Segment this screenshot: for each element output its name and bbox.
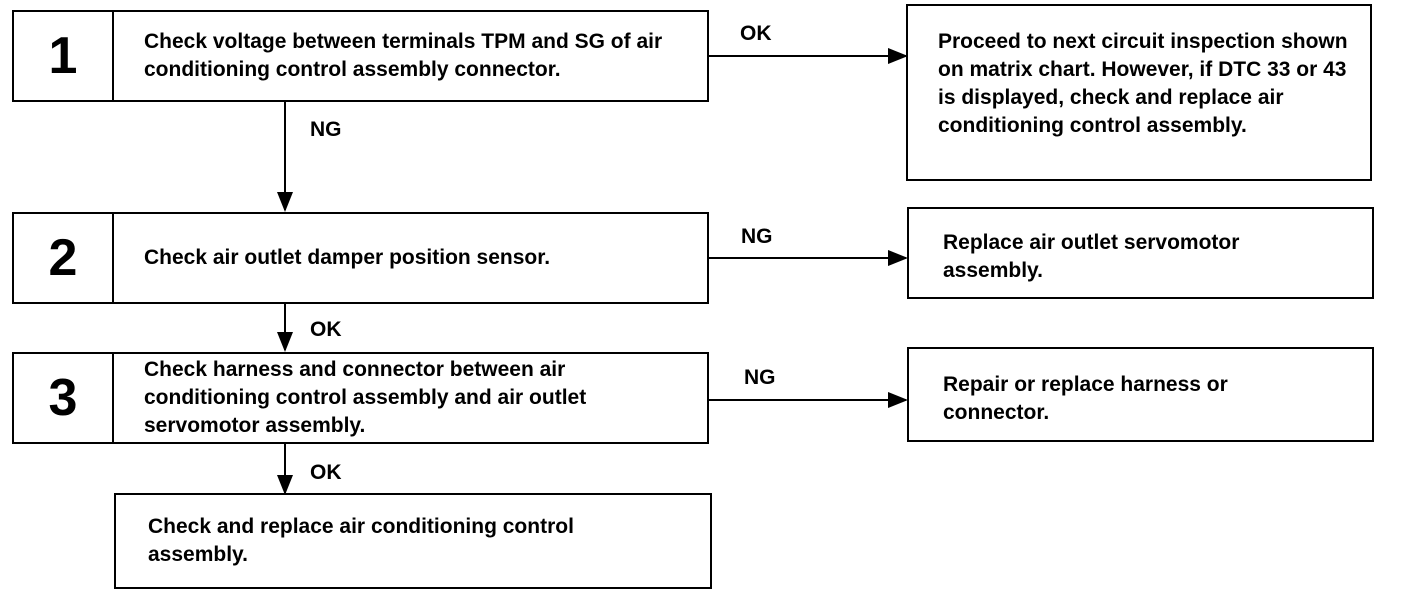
result-2-text: Replace air outlet servomotor assembly. (943, 231, 1240, 282)
result-3-box: Repair or replace harness or connector. (907, 347, 1374, 442)
step-3-ng-label: NG (744, 366, 776, 389)
result-2-box: Replace air outlet servomotor assembly. (907, 207, 1374, 299)
step-1-text: Check voltage between terminals TPM and … (144, 30, 663, 81)
step-3-text: Check harness and connector between air … (144, 358, 587, 437)
result-1-box: Proceed to next circuit inspection shown… (906, 4, 1372, 181)
step-2-ok-label: OK (310, 318, 342, 341)
step-2-text: Check air outlet damper position sensor. (144, 246, 551, 269)
step-3-box: 3 Check harness and connector between ai… (12, 352, 709, 444)
step-3-number: 3 (14, 354, 114, 442)
final-action-text: Check and replace air conditioning contr… (148, 515, 574, 566)
step-3-ok-label: OK (310, 461, 342, 484)
step-1-box: 1 Check voltage between terminals TPM an… (12, 10, 709, 102)
final-action-box: Check and replace air conditioning contr… (114, 493, 712, 589)
step-2-ng-label: NG (741, 225, 773, 248)
step-2-box: 2 Check air outlet damper position senso… (12, 212, 709, 304)
step-2-number: 2 (14, 214, 114, 302)
step-1-ng-label: NG (310, 118, 342, 141)
result-1-text: Proceed to next circuit inspection shown… (938, 30, 1348, 137)
step-1-number: 1 (14, 12, 114, 100)
step-1-ok-label: OK (740, 22, 772, 45)
result-3-text: Repair or replace harness or connector. (943, 373, 1228, 424)
